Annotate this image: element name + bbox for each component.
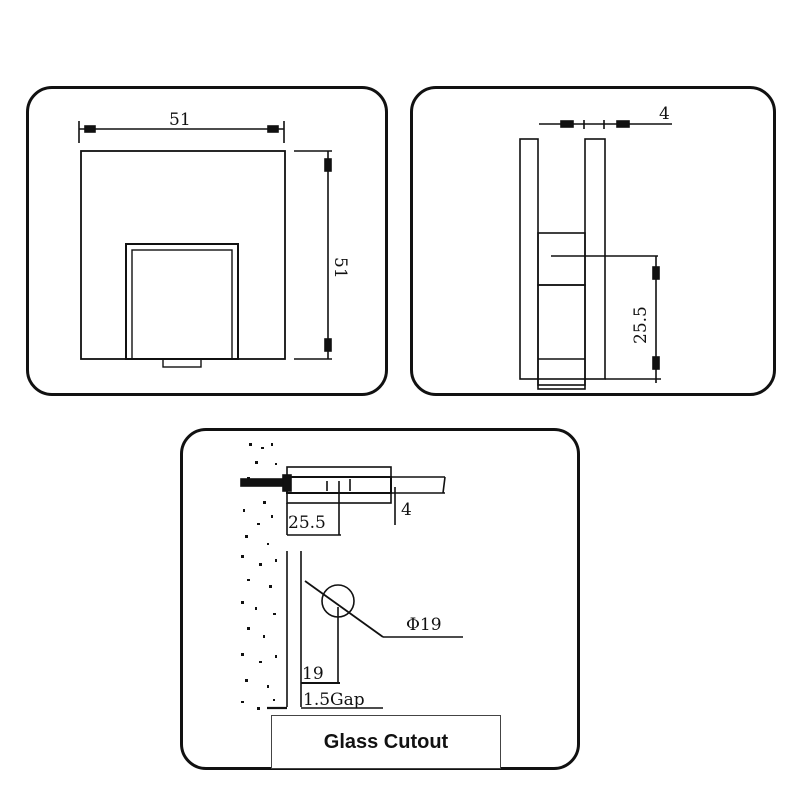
front-view-panel: 51 51	[26, 86, 388, 396]
front-view-drawing: 51 51	[78, 110, 350, 368]
front-width-dimension: 51	[169, 110, 191, 130]
cutout-hole-diameter-dimension: Φ19	[406, 615, 442, 635]
glass-cutout-label: Glass Cutout	[323, 730, 449, 753]
cutout-glass-thickness-dimension: 4	[401, 500, 412, 520]
glass-cutout-drawing: 25.5 4 Φ19 19 1.5Gap	[240, 443, 463, 710]
wall-texture	[241, 443, 277, 710]
cutout-offset-dimension: 25.5	[288, 513, 326, 533]
side-thickness-dimension: 4	[659, 104, 670, 124]
cutout-hole-center-dimension: 19	[302, 664, 324, 684]
side-height-dimension: 25.5	[631, 306, 651, 344]
cutout-gap-dimension: 1.5Gap	[303, 690, 365, 710]
side-view-drawing: 4 25.5	[519, 104, 672, 390]
side-view-panel: 4 25.5	[410, 86, 776, 396]
glass-cutout-label-box: Glass Cutout	[271, 715, 501, 769]
front-height-dimension: 51	[330, 257, 350, 279]
glass-cutout-panel: 25.5 4 Φ19 19 1.5Gap Glass Cutout	[180, 428, 580, 770]
